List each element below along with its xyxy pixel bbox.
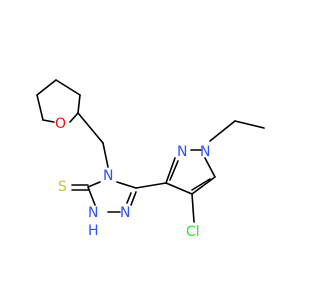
bond-ch2-n [102,142,109,168]
bond-thf-1 [36,94,44,121]
atom-nh-n: N [88,205,98,221]
atom-nh: N H [88,205,103,239]
bond-tri-n-c5 [130,191,137,206]
atom-nh-h: H [88,223,99,239]
bond-tri-pyr [135,182,167,189]
bond-thf-6 [69,112,79,123]
bond-pyr-n1-c5 [204,157,216,178]
atom-n-pyrazole-a: N [177,144,187,160]
bond-thf-5 [42,119,55,123]
bond-ethyl-1 [209,120,236,142]
atom-s-thione: S [58,179,67,195]
bond-pyr-c5-c4 [191,176,216,195]
bond-thf-ch2 [77,112,104,144]
bond-tri-c3-nh [87,186,96,206]
bond-pyr-c3-n2 [165,157,176,184]
bonds [36,79,265,223]
atom-labels: O N S N H N N N Cl [55,116,210,240]
atom-n-pyrazole-b: N [200,144,210,160]
bond-pyr-c4-c3 [165,182,193,195]
bond-ethyl-2 [234,120,265,129]
bond-tri-c5-n4 [116,181,137,189]
atom-cl: Cl [186,224,200,240]
bond-thf-2 [36,79,57,96]
bond-pyr-c5-c4-b [191,178,211,191]
atom-n-triazole: N [120,205,130,221]
atom-o-ring: O [55,116,66,132]
bond-tri-n4-c3 [87,181,101,188]
bond-pyr-cl [191,193,195,223]
molecule-diagram: O N S N H N N N Cl [36,79,265,240]
bond-pyr-c3-n2-b [169,160,179,181]
bond-tri-n-c5-b [126,192,132,204]
bond-thf-4 [77,94,81,114]
bond-thf-3 [55,79,81,96]
atom-n-ring: N [103,168,113,184]
